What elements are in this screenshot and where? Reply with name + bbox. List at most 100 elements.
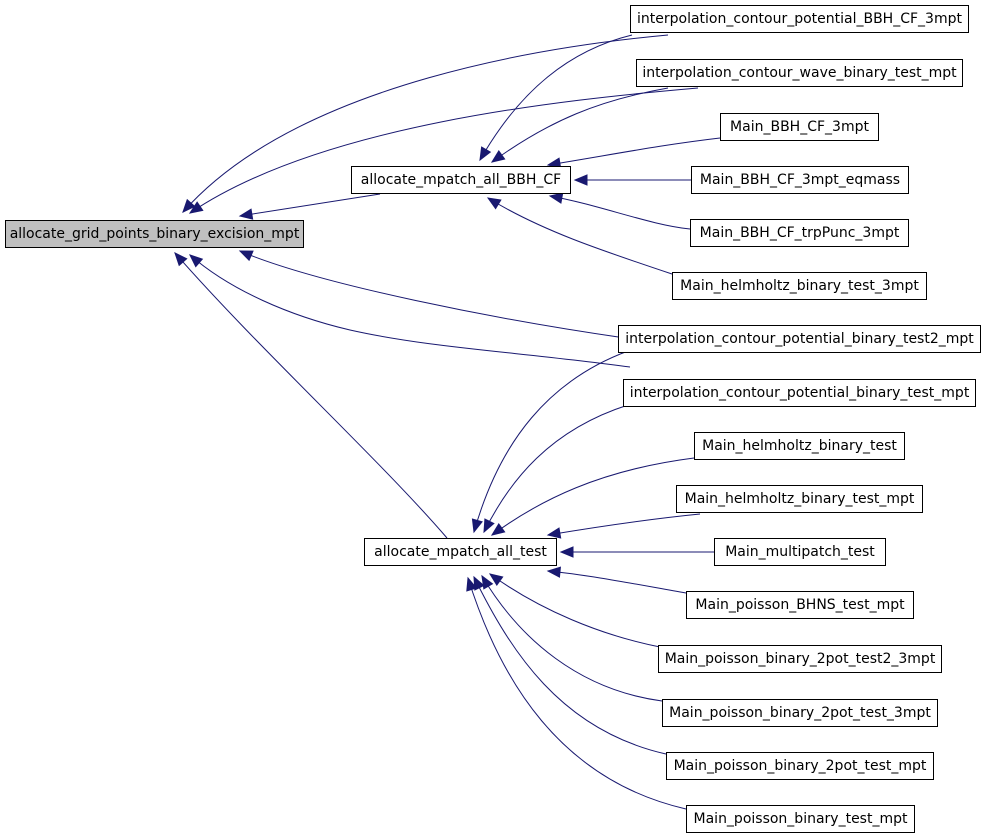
node-main-helmholtz-binary-test[interactable]: Main_helmholtz_binary_test [694, 432, 905, 460]
edge-line [487, 197, 673, 275]
edge-line [483, 404, 629, 533]
edge-n5-to-bbh_cf [548, 192, 691, 230]
edge-arrowhead [490, 522, 506, 536]
node-allocate-mpatch-all-bbh-cf[interactable]: allocate_mpatch_all_BBH_CF [351, 166, 571, 194]
node-interpolation-contour-potential-binary-test2-mpt[interactable]: interpolation_contour_potential_binary_t… [618, 325, 981, 353]
edge-arrowhead [471, 518, 483, 534]
node-label: interpolation_contour_potential_BBH_CF_3… [637, 11, 962, 27]
node-label: Main_helmholtz_binary_test_mpt [684, 491, 915, 507]
edge-arrowhead [481, 574, 494, 590]
edge-n13-to-test [488, 573, 661, 648]
edge-line [549, 195, 691, 230]
edge-line [481, 575, 663, 702]
edge-line [547, 137, 721, 166]
node-main-bbh-cf-3mpt-eqmass[interactable]: Main_BBH_CF_3mpt_eqmass [691, 166, 909, 194]
edge-line [489, 573, 661, 648]
node-main-helmholtz-binary-test-3mpt[interactable]: Main_helmholtz_binary_test_3mpt [672, 272, 927, 300]
edge-n7-to-root [238, 250, 626, 339]
edge-n16-to-test [466, 576, 687, 810]
node-main-poisson-binary-test-mpt[interactable]: Main_poisson_binary_test_mpt [686, 805, 915, 833]
edge-arrowhead [182, 198, 196, 213]
edge-arrowhead [546, 527, 562, 539]
edge-line [239, 250, 626, 339]
edge-arrowhead [473, 575, 485, 591]
edge-arrowhead [188, 201, 204, 214]
node-root: allocate_grid_points_binary_excision_mpt [5, 220, 304, 248]
edge-arrowhead [559, 546, 574, 558]
node-label: Main_poisson_binary_2pot_test2_3mpt [664, 651, 936, 667]
edge-n1-to-root [182, 34, 669, 213]
node-label: Main_helmholtz_binary_test_3mpt [680, 278, 919, 294]
edge-arrowhead [483, 518, 495, 534]
node-main-bbh-cf-3mpt[interactable]: Main_BBH_CF_3mpt [720, 113, 879, 141]
node-main-poisson-binary-2pot-test-3mpt[interactable]: Main_poisson_binary_2pot_test_3mpt [662, 699, 938, 727]
node-label: interpolation_contour_wave_binary_test_m… [642, 65, 957, 81]
node-main-poisson-bhns-test-mpt[interactable]: Main_poisson_BHNS_test_mpt [686, 591, 914, 619]
node-main-poisson-binary-2pot-test2-3mpt[interactable]: Main_poisson_binary_2pot_test2_3mpt [658, 645, 942, 673]
edge-arrowhead [486, 197, 502, 210]
edge-bbh_cf-to-root [238, 193, 381, 220]
edge-arrowhead [238, 208, 254, 220]
edge-line [473, 576, 667, 755]
edge-arrowhead [189, 254, 204, 268]
edge-n10-to-test [546, 513, 701, 539]
edge-line [182, 34, 669, 213]
node-main-helmholtz-binary-test-mpt[interactable]: Main_helmholtz_binary_test_mpt [676, 485, 923, 513]
edge-arrowhead [546, 566, 561, 578]
edge-n15-to-test [473, 575, 667, 755]
edge-n9-to-test [490, 457, 695, 536]
node-main-poisson-binary-2pot-test-mpt[interactable]: Main_poisson_binary_2pot_test_mpt [666, 752, 934, 780]
edge-arrowhead [488, 573, 504, 586]
edge-n1-to-bbh_cf [479, 34, 633, 162]
node-label: Main_poisson_binary_2pot_test_3mpt [669, 705, 931, 721]
node-main-multipatch-test[interactable]: Main_multipatch_test [714, 538, 886, 566]
node-label: allocate_mpatch_all_test [374, 544, 547, 560]
node-allocate-mpatch-all-test[interactable]: allocate_mpatch_all_test [364, 538, 557, 566]
node-label: Main_poisson_BHNS_test_mpt [695, 597, 905, 613]
node-label: interpolation_contour_potential_binary_t… [625, 331, 974, 347]
edge-test-to-root [174, 252, 448, 539]
edge-arrowhead [466, 576, 478, 592]
edge-line [491, 457, 695, 536]
edge-line [479, 34, 633, 161]
edge-arrowhead [573, 174, 588, 186]
node-label: allocate_grid_points_binary_excision_mpt [9, 226, 300, 242]
edge-n2-to-root [188, 87, 699, 214]
node-label: Main_helmholtz_binary_test [702, 438, 897, 454]
edge-n2-to-bbh_cf [490, 87, 669, 163]
edge-line [189, 254, 631, 368]
edge-arrowhead [479, 146, 492, 162]
edge-line [547, 513, 701, 536]
edge-line [491, 87, 669, 163]
edge-arrowhead [174, 252, 188, 267]
edge-arrowhead [238, 250, 254, 262]
edge-line [189, 87, 699, 214]
edge-n7-to-test [471, 350, 629, 534]
edge-n11-to-test [559, 546, 714, 558]
node-label: Main_poisson_binary_test_mpt [693, 811, 908, 827]
node-label: Main_poisson_binary_2pot_test_mpt [673, 758, 927, 774]
edge-n8-to-test [483, 404, 629, 534]
node-label: Main_BBH_CF_3mpt [730, 119, 869, 135]
edge-line [467, 577, 687, 810]
edge-n8-to-root [189, 254, 631, 368]
edge-n3-to-bbh_cf [546, 137, 721, 169]
edge-line [174, 252, 448, 539]
edge-line [547, 570, 687, 594]
node-label: interpolation_contour_potential_binary_t… [629, 385, 970, 401]
edges [174, 34, 721, 810]
edge-arrowhead [490, 150, 506, 163]
node-main-bbh-cf-trppunc-3mpt[interactable]: Main_BBH_CF_trpPunc_3mpt [690, 219, 909, 247]
node-label: allocate_mpatch_all_BBH_CF [360, 172, 562, 188]
edge-line [239, 193, 381, 217]
node-interpolation-contour-potential-bbh-cf-3mpt[interactable]: interpolation_contour_potential_BBH_CF_3… [630, 5, 969, 33]
node-label: Main_multipatch_test [725, 544, 875, 560]
node-label: Main_BBH_CF_3mpt_eqmass [699, 172, 901, 188]
node-interpolation-contour-wave-binary-test-mpt[interactable]: interpolation_contour_wave_binary_test_m… [636, 59, 963, 87]
edge-line [473, 350, 629, 533]
edge-n12-to-test [546, 566, 687, 594]
edge-arrowhead [548, 192, 564, 204]
edge-n4-to-bbh_cf [573, 174, 691, 186]
node-interpolation-contour-potential-binary-test-mpt[interactable]: interpolation_contour_potential_binary_t… [623, 379, 976, 407]
